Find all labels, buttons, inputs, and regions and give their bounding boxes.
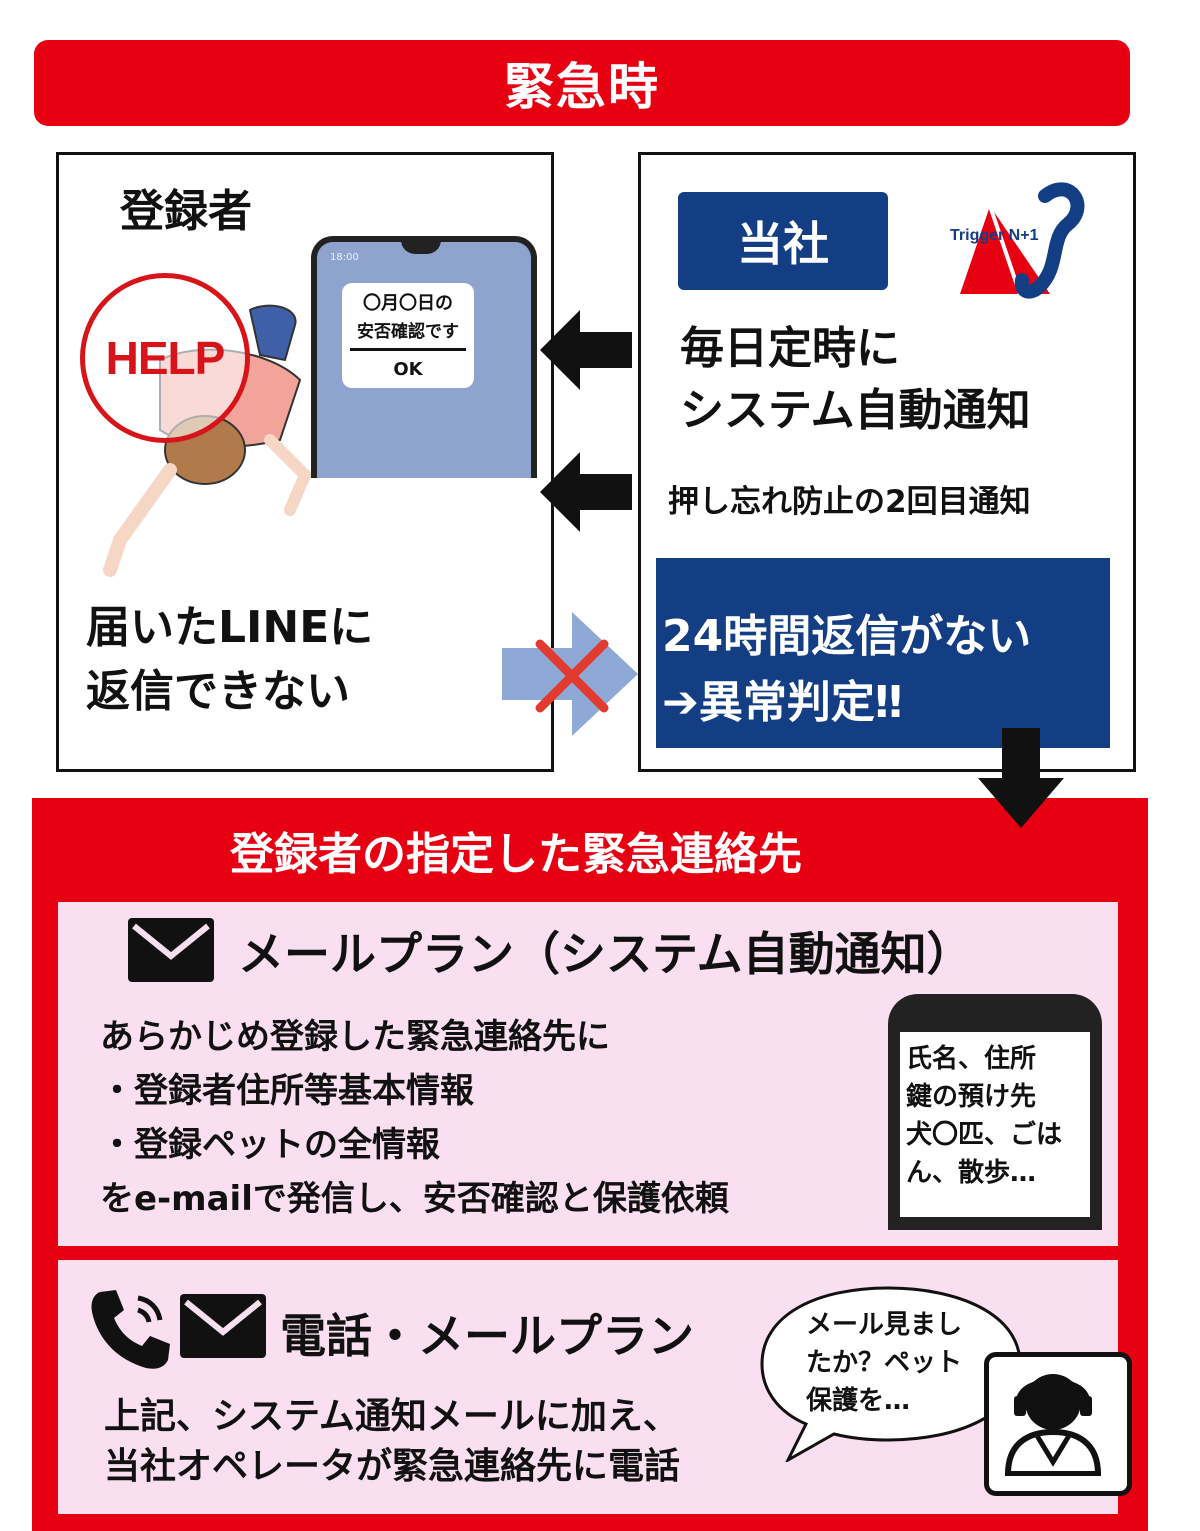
safety-check-message: 〇月〇日の 安否確認です OK <box>342 283 474 388</box>
banner-title: 緊急時 <box>504 58 660 116</box>
screen-line: ん、散歩… <box>906 1158 1037 1188</box>
message-date: 〇月〇日の <box>363 293 453 314</box>
cannot-reply-caption: 届いたLINEに 返信できない <box>86 596 373 724</box>
daily-line-1: 毎日定時に <box>680 323 900 374</box>
anomaly-line-1: 24時間返信がない <box>662 611 1032 662</box>
smartphone-screen <box>900 1032 1090 1217</box>
mail-desc-line: ・登録者住所等基本情報 <box>100 1071 474 1111</box>
blocked-reply-arrow <box>502 612 638 736</box>
screen-line: 鍵の預け先 <box>906 1082 1037 1112</box>
company-label: 当社 <box>737 217 829 271</box>
message-body: 安否確認です <box>357 322 459 342</box>
ok-button[interactable]: OK <box>393 359 423 380</box>
screen-line: 氏名、住所 <box>906 1044 1037 1074</box>
anomaly-box: 24時間返信がない ➔異常判定‼ <box>656 558 1110 748</box>
mail-desc-line: をe-mailで発信し、安否確認と保護依頼 <box>100 1179 729 1219</box>
phone-desc-line: 当社オペレータが緊急連絡先に電話 <box>104 1446 681 1487</box>
arrow-left-icon <box>540 452 632 532</box>
help-text: HELP <box>105 332 226 384</box>
bubble-line: たか？ペット <box>806 1348 963 1378</box>
daily-notice: 毎日定時に システム自動通知 <box>680 318 1031 442</box>
daily-line-2: システム自動通知 <box>680 385 1031 436</box>
caption-line-2: 返信できない <box>86 666 350 717</box>
emergency-banner: 緊急時 <box>34 40 1130 126</box>
emergency-contacts-title: 登録者の指定した緊急連絡先 <box>230 829 802 880</box>
screen-line: 犬〇匹、ごは <box>906 1120 1063 1150</box>
speech-bubble-text: メール見まし たか？ペット 保護を… <box>806 1306 962 1420</box>
phone-status-time: 18:00 <box>330 252 359 263</box>
phone-handset-icon <box>91 1290 170 1369</box>
mail-icon <box>128 918 214 982</box>
operator-headset-icon <box>1004 1374 1102 1476</box>
mail-desc-line: あらかじめ登録した緊急連絡先に <box>100 1017 610 1057</box>
logo-text: Trigger N+1 <box>950 227 1039 244</box>
reminder-notice: 押し忘れ防止の2回目通知 <box>668 484 1031 520</box>
speech-bubble <box>760 1286 1022 1462</box>
phone-notch <box>401 240 441 254</box>
arrow-down-icon <box>978 728 1064 828</box>
arrow-left-icon <box>540 310 632 390</box>
bubble-line: 保護を… <box>806 1386 911 1416</box>
mail-icon <box>180 1294 266 1358</box>
bubble-line: メール見まし <box>806 1310 963 1340</box>
anomaly-line-2: ➔異常判定‼ <box>662 677 903 728</box>
company-label-box: 当社 <box>678 192 888 290</box>
message-divider <box>350 348 466 351</box>
registrant-label: 登録者 <box>120 186 252 237</box>
help-circle: HELP <box>80 273 250 443</box>
smartphone-screen-text: 氏名、住所 鍵の預け先 犬〇匹、ごは ん、散歩… <box>906 1040 1062 1192</box>
mail-plan-title: メールプラン（システム自動通知） <box>238 927 973 981</box>
mail-desc-line: ・登録ペットの全情報 <box>100 1125 440 1165</box>
phone-status-bar: 18:00 <box>330 252 510 263</box>
caption-line-1: 届いたLINEに <box>86 602 374 653</box>
phone-plan-description: 上記、システム通知メールに加え、 当社オペレータが緊急連絡先に電話 <box>104 1392 680 1492</box>
phone-desc-line: 上記、システム通知メールに加え、 <box>104 1396 679 1437</box>
phone-plan-title: 電話・メールプラン <box>280 1309 694 1363</box>
trigger-logo: Trigger N+1 <box>950 182 1085 299</box>
mail-plan-description: あらかじめ登録した緊急連絡先に ・登録者住所等基本情報 ・登録ペットの全情報 を… <box>100 1010 729 1226</box>
cross-icon <box>535 639 609 713</box>
